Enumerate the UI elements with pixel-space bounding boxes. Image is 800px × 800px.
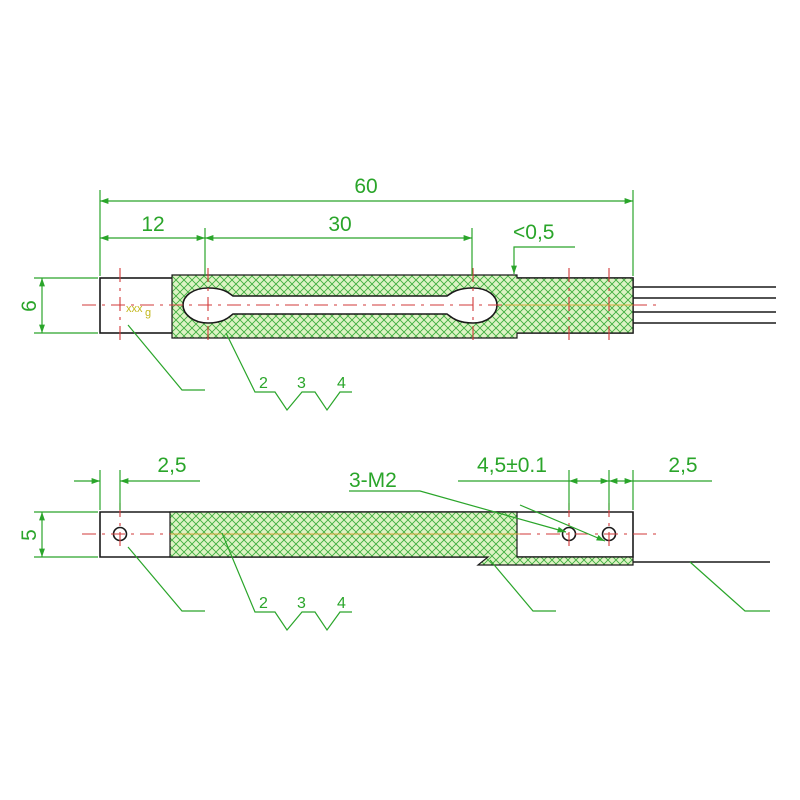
top-slot [182, 287, 498, 324]
thread-callout-leader [349, 490, 567, 533]
top-leader-1 [127, 324, 205, 391]
top-leader-number-2: 2 [259, 375, 268, 392]
side-leader-gauge [489, 559, 556, 612]
dim-label-left-edge: 2,5 [157, 454, 186, 477]
dim-label-right-edge: 2,5 [668, 454, 697, 477]
product-mark: xxx [126, 303, 143, 315]
dim-label-height-side: 5 [18, 529, 41, 541]
side-leader-number-3: 3 [297, 595, 306, 612]
dim-label-clearance: <0,5 [513, 221, 554, 244]
top-view: xxx g 60 12 30 <0,5 6 2 3 4 [18, 175, 776, 412]
side-leader-2 [221, 532, 352, 632]
side-leader-1 [127, 546, 205, 612]
side-view: 2,5 4,5±0.1 2,5 3-M2 5 2 3 4 [18, 454, 770, 632]
side-leader-cable [689, 561, 770, 612]
thread-callout-leader-2 [519, 504, 606, 542]
top-leader-number-3: 3 [297, 375, 306, 392]
top-leader-2 [225, 332, 352, 412]
clearance-leader [511, 246, 575, 274]
dim-label-hole-spacing: 4,5±0.1 [477, 454, 547, 477]
dim-label-slot-span: 30 [328, 213, 351, 236]
side-leader-number-2: 2 [259, 595, 268, 612]
dim-label-height-top: 6 [18, 300, 41, 312]
top-leader-number-4: 4 [337, 375, 346, 392]
side-leader-number-4: 4 [337, 595, 346, 612]
side-gauge-hatch [169, 511, 634, 566]
dim-label-offset-left: 12 [141, 213, 164, 236]
dim-label-overall-length: 60 [354, 175, 377, 198]
product-mark-sub: g [145, 307, 151, 319]
thread-callout-label: 3-M2 [349, 469, 397, 492]
top-wires [633, 286, 776, 324]
